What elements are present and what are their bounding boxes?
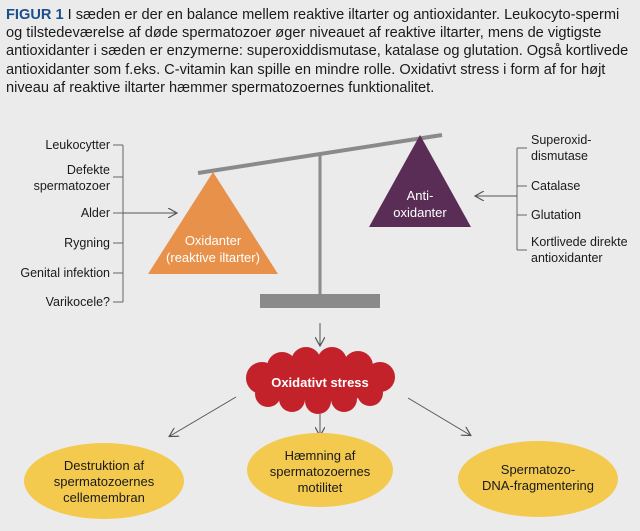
caption-text: I sæden er der en balance mellem reaktiv… xyxy=(6,7,629,96)
outcome-right-line1: Spermatozo- xyxy=(501,462,575,477)
left-factor-alder: Alder xyxy=(81,206,110,220)
figure-caption: FIGUR 1 I sæden er der en balance mellem… xyxy=(6,6,634,97)
right-factors-bracket xyxy=(516,147,527,251)
right-factor-catalase: Catalase xyxy=(531,179,580,193)
right-factor-glutation: Glutation xyxy=(531,208,581,222)
right-factor-kortlivede-line1: Kortlivede direkte xyxy=(531,235,628,249)
oxidant-triangle xyxy=(148,172,278,274)
right-factor-superoxid-line1: Superoxid- xyxy=(531,133,591,147)
right-factor-kortlivede-line2: antioxidanter xyxy=(531,251,603,265)
scale-base xyxy=(260,294,380,308)
right-factor-superoxid-line2: dismutase xyxy=(531,149,588,163)
stress-cloud xyxy=(246,347,395,414)
balance-scale xyxy=(197,133,443,308)
outcome-left-line2: spermatozoernes xyxy=(54,474,155,489)
outcome-center-ellipse xyxy=(247,433,393,507)
outcome-left-line3: cellemembran xyxy=(63,490,145,505)
oxidant-label-line2: (reaktive iltarter) xyxy=(166,250,260,265)
outcome-center-line2: spermatozoernes xyxy=(270,464,371,479)
antioxidant-label-line2: oxidanter xyxy=(393,205,447,220)
antioxidant-triangle xyxy=(369,135,471,227)
antioxidant-label-line1: Anti- xyxy=(407,188,434,203)
left-factor-defekte-line1: Defekte xyxy=(67,163,110,177)
outcome-right-ellipse xyxy=(458,441,618,517)
left-factors-bracket xyxy=(113,144,124,303)
figure-label: FIGUR 1 xyxy=(6,7,64,23)
outcome-right-line2: DNA-fragmentering xyxy=(482,478,594,493)
outcome-center-line3: motilitet xyxy=(298,480,343,495)
outcome-left-line1: Destruktion af xyxy=(64,458,145,473)
left-factor-rygning: Rygning xyxy=(64,236,110,250)
oxidant-label-line1: Oxidanter xyxy=(185,233,242,248)
arrow-to-outcome-left xyxy=(170,396,237,436)
outcome-left-ellipse xyxy=(24,443,184,519)
left-factor-varikocele: Varikocele? xyxy=(46,295,110,309)
outcome-center-line1: Hæmning af xyxy=(285,448,356,463)
left-factor-leukocytter: Leukocytter xyxy=(45,138,110,152)
arrow-to-outcome-right xyxy=(407,397,470,435)
left-factor-genital-infektion: Genital infektion xyxy=(20,266,110,280)
stress-label: Oxidativt stress xyxy=(271,375,369,390)
left-factor-defekte-line2: spermatozoer xyxy=(34,179,110,193)
